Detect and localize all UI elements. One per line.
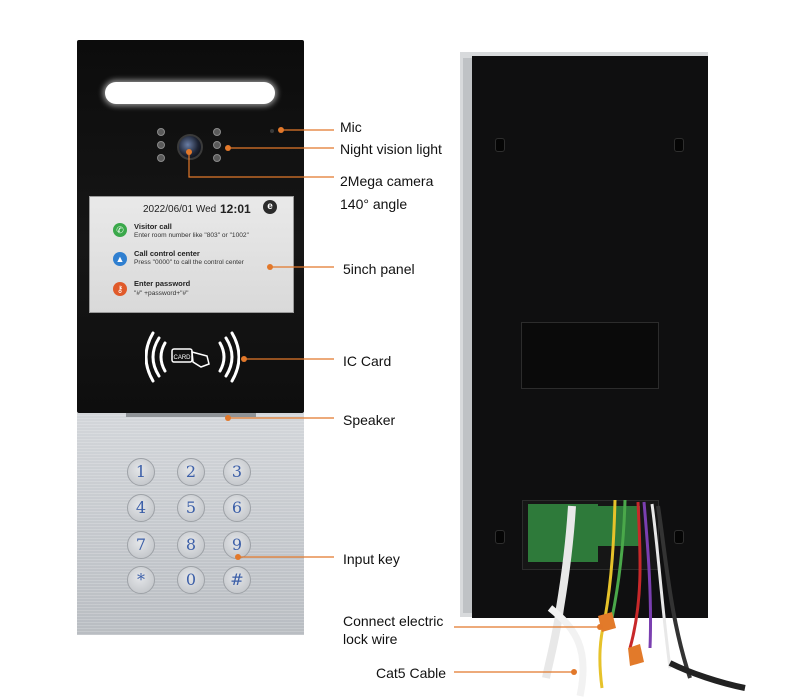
screen-item-title: Enter password — [134, 279, 191, 288]
led-icon — [157, 128, 165, 136]
key-hash[interactable]: # — [223, 566, 251, 594]
speaker-grille — [126, 413, 256, 417]
bell-icon[interactable]: ▲ — [113, 252, 127, 266]
callout-night-vision: Night vision light — [340, 141, 442, 157]
mic-icon — [270, 129, 274, 133]
callout-speaker: Speaker — [343, 412, 396, 428]
key-7[interactable]: 7 — [127, 531, 155, 559]
callout-panel: 5inch panel — [343, 261, 415, 277]
led-light-bar — [105, 82, 275, 104]
key-5[interactable]: 5 — [177, 494, 205, 522]
key-star[interactable]: * — [127, 566, 155, 594]
led-icon — [213, 141, 221, 149]
key-6[interactable]: 6 — [223, 494, 251, 522]
screen-item-title: Call control center — [134, 249, 200, 258]
camera-icon — [177, 134, 203, 160]
screen-item-desc: "#" +password+"#" — [134, 290, 189, 297]
key-3[interactable]: 3 — [223, 458, 251, 486]
rfid-card-icon[interactable]: CARD — [145, 330, 240, 384]
key-2[interactable]: 2 — [177, 458, 205, 486]
led-icon — [213, 154, 221, 162]
screen-item-desc: Press "0000" to call the control center — [134, 259, 244, 266]
mount-slot — [674, 530, 684, 544]
key-4[interactable]: 4 — [127, 494, 155, 522]
screen-time: 12:01 — [220, 202, 251, 216]
callout-camera: 2Mega camera — [340, 173, 434, 189]
key-1[interactable]: 1 — [127, 458, 155, 486]
led-icon — [213, 128, 221, 136]
screen-item-desc: Enter room number like "803" or "1002" — [134, 232, 249, 239]
back-recess — [521, 322, 659, 389]
led-icon — [157, 141, 165, 149]
screen-date: 2022/06/01 Wed — [143, 204, 217, 215]
key-icon[interactable]: ⚷ — [113, 282, 127, 296]
mount-slot — [674, 138, 684, 152]
svg-text:CARD: CARD — [173, 355, 191, 361]
led-icon — [157, 154, 165, 162]
back-housing-side — [463, 58, 473, 613]
callout-input-key: Input key — [343, 551, 400, 567]
mount-slot — [495, 530, 505, 544]
keypad-panel — [77, 413, 304, 635]
brand-logo-icon: e — [263, 200, 277, 214]
callout-ic-card: IC Card — [343, 353, 392, 369]
key-0[interactable]: 0 — [177, 566, 205, 594]
callout-mic: Mic — [340, 119, 362, 135]
key-8[interactable]: 8 — [177, 531, 205, 559]
screen-item-title: Visitor call — [134, 222, 172, 231]
key-9[interactable]: 9 — [223, 531, 251, 559]
callout-camera-angle: 140° angle — [340, 196, 408, 212]
mount-slot — [495, 138, 505, 152]
wiring-harness — [528, 499, 746, 697]
callout-lock-wire-2: lock wire — [343, 631, 398, 647]
callout-lock-wire: Connect electric — [343, 613, 444, 629]
callout-cat5: Cat5 Cable — [376, 665, 447, 681]
phone-icon[interactable]: ✆ — [113, 223, 127, 237]
